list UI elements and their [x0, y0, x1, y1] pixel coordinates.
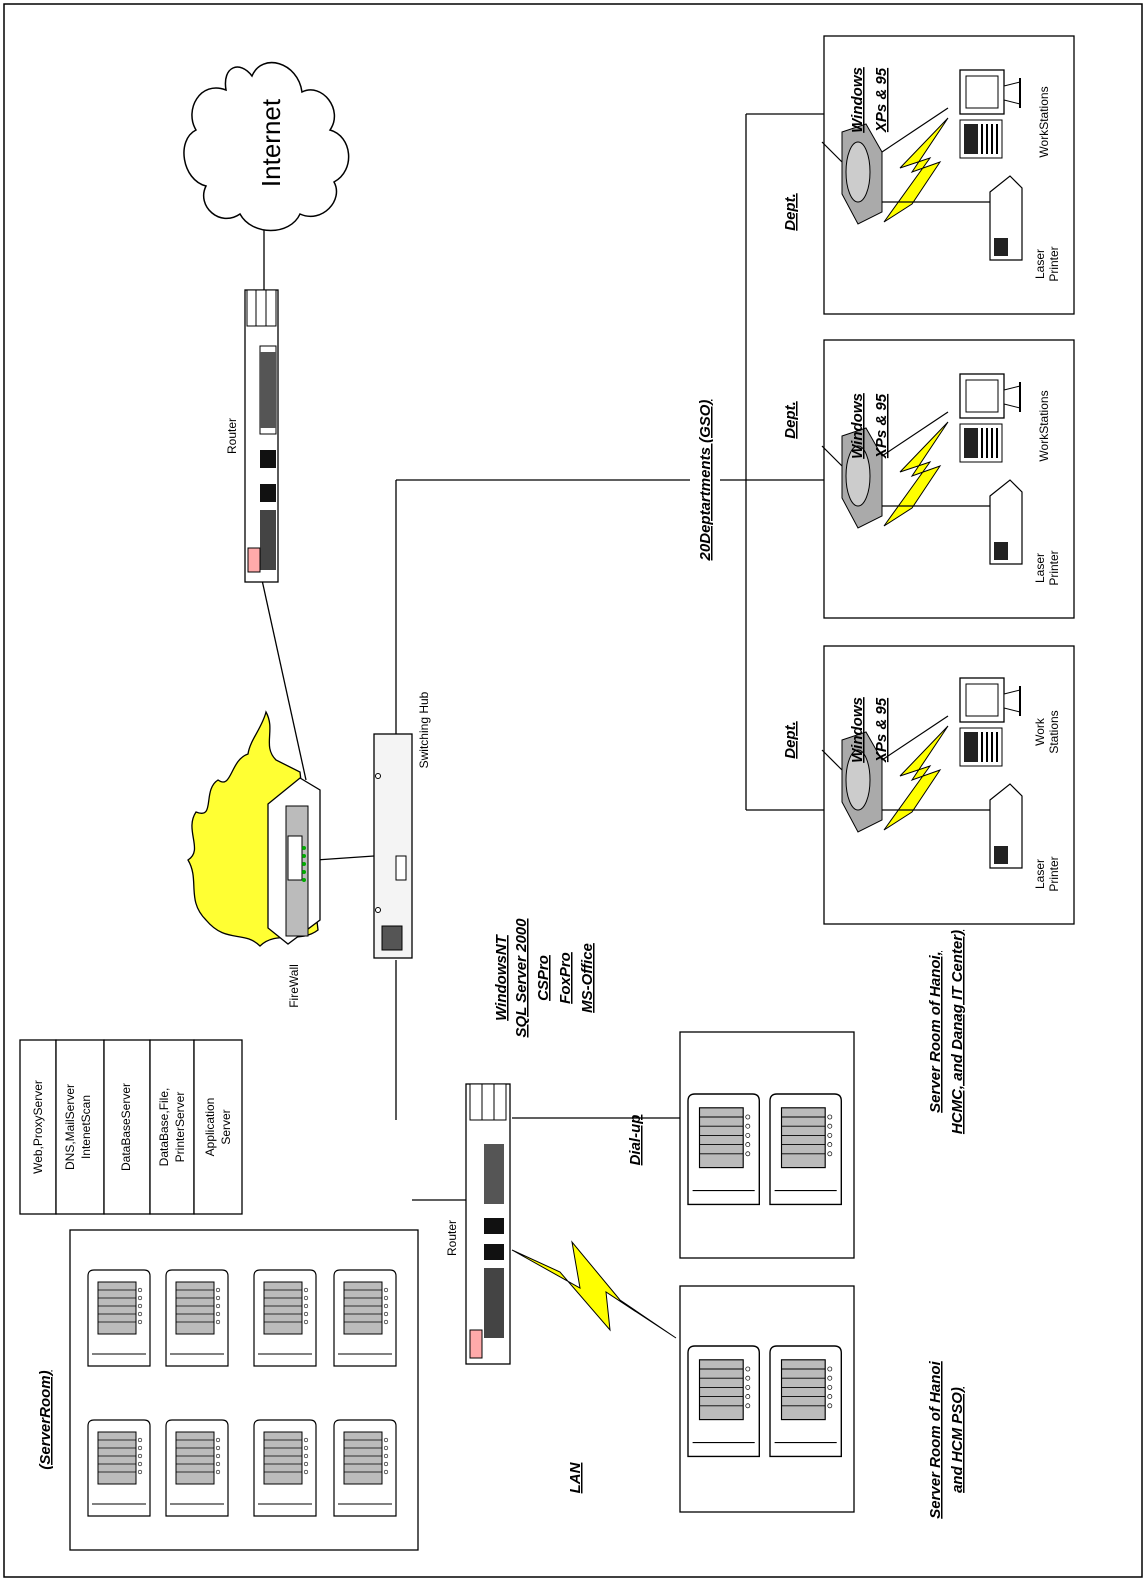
dept-printer-line2: Printer: [1047, 550, 1061, 585]
legend-item-0: Web,ProxyServer: [31, 1080, 45, 1174]
router-top: Router: [225, 290, 278, 582]
lan-lightning-icon: [512, 1242, 676, 1338]
dept-box-3: Dept. Windows XPs & 95 WorkStations Lase…: [782, 36, 1074, 314]
dept-os-line1: Windows: [849, 67, 866, 133]
software-item: CSPro: [535, 955, 552, 1001]
switching-hub-label: Switching Hub: [417, 691, 431, 768]
room2-line1: Server Room of Hanoi,: [927, 951, 944, 1113]
legend-item-2: DataBaseServer: [119, 1083, 133, 1171]
dept-printer-line2: Printer: [1047, 856, 1061, 891]
dept-os-line1: Windows: [849, 393, 866, 459]
dept-label: Dept.: [782, 721, 799, 759]
software-item: WindowsNT: [493, 933, 510, 1021]
dept-ws-line1: WorkStations: [1037, 86, 1051, 157]
dept-os-line2: XPs & 95: [873, 393, 890, 459]
software-list: WindowsNT SQL Server 2000 CSPro FoxPro M…: [493, 918, 596, 1038]
dept-box-1: Dept. Windows XPs & 95 Work Stations Las…: [782, 646, 1074, 924]
dept-ws-line2: Stations: [1047, 710, 1061, 753]
server-legend: Web,ProxyServer DNS,MailServer IntenetSc…: [20, 1040, 242, 1214]
internet-cloud: Internet: [184, 63, 349, 231]
remote-server-box-dialup: [680, 1032, 854, 1258]
router-bottom-label: Router: [445, 1220, 459, 1256]
router-top-label: Router: [225, 418, 239, 454]
software-item: MS-Office: [579, 943, 596, 1013]
room1-line1: Server Room of Hanoi: [927, 1360, 944, 1518]
dept-os-line2: XPs & 95: [873, 697, 890, 763]
room1-line2: and HCM PSO): [949, 1387, 966, 1493]
firewall-label: FireWall: [287, 964, 301, 1008]
server-room: (ServerRoom): [37, 1230, 418, 1550]
server-room-label: (ServerRoom): [37, 1370, 54, 1469]
dept-printer-line1: Laser: [1033, 859, 1047, 889]
legend-item-1b: IntenetScan: [79, 1095, 93, 1159]
dept-os-line2: XPs & 95: [873, 67, 890, 133]
dept-label: Dept.: [782, 401, 799, 439]
dept-box-2: Dept. Windows XPs & 95 WorkStations Lase…: [782, 340, 1074, 618]
dept-ws-line1: Work: [1033, 717, 1047, 746]
dept-printer-line1: Laser: [1033, 249, 1047, 279]
dept-ws-line1: WorkStations: [1037, 390, 1051, 461]
internet-label: Internet: [256, 98, 286, 187]
legend-item-4b: Server: [219, 1109, 233, 1144]
legend-item-4a: Application: [203, 1098, 217, 1157]
router-bottom: Router: [445, 1084, 510, 1364]
legend-item-3a: DataBase,File,: [157, 1088, 171, 1167]
dept-os-line1: Windows: [849, 697, 866, 763]
departments-label: 20Deptartments (GSO): [697, 400, 714, 562]
switching-hub: Switching Hub: [374, 691, 431, 958]
remote-server-box-lan: [680, 1286, 854, 1512]
legend-item-1a: DNS,MailServer: [63, 1084, 77, 1170]
legend-item-3b: PrinterServer: [173, 1092, 187, 1163]
lan-label: LAN: [567, 1461, 584, 1493]
dept-printer-line1: Laser: [1033, 553, 1047, 583]
software-item: FoxPro: [557, 952, 574, 1004]
dialup-label: Dial-up: [627, 1115, 644, 1166]
dept-printer-line2: Printer: [1047, 246, 1061, 281]
dept-label: Dept.: [782, 193, 799, 231]
software-item: SQL Server 2000: [513, 918, 530, 1038]
room2-line2: HCMC, and Danag IT Center): [949, 930, 966, 1134]
